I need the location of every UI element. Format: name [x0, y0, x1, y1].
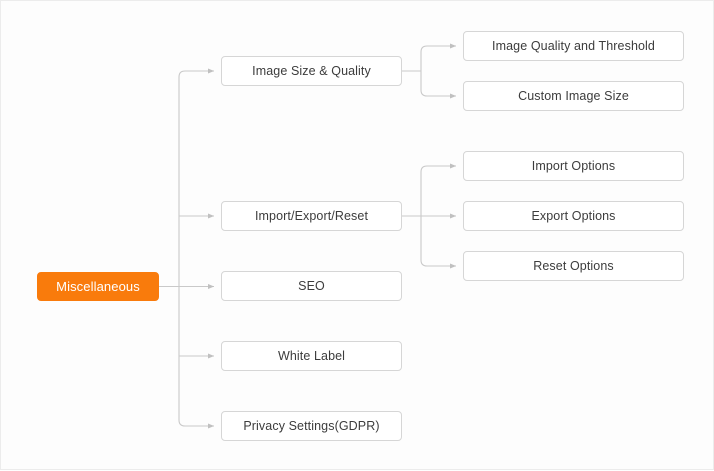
- node-miscellaneous[interactable]: Miscellaneous: [37, 272, 159, 301]
- node-image-quality-and-threshold-label: Image Quality and Threshold: [492, 38, 655, 53]
- node-seo[interactable]: SEO: [221, 271, 402, 301]
- edge-subtrunk-2: [420, 165, 428, 267]
- node-import-options-label: Import Options: [531, 158, 616, 173]
- node-import-export-reset-label: Import/Export/Reset: [254, 208, 369, 223]
- node-import-export-reset[interactable]: Import/Export/Reset: [221, 201, 402, 231]
- node-seo-label: SEO: [298, 278, 325, 293]
- edge-main-trunk: [178, 70, 186, 427]
- node-image-quality-and-threshold[interactable]: Image Quality and Threshold: [463, 31, 684, 61]
- node-white-label-label: White Label: [277, 348, 346, 363]
- node-reset-options-label: Reset Options: [533, 258, 614, 273]
- node-reset-options[interactable]: Reset Options: [463, 251, 684, 281]
- edge-subtrunk-1: [420, 45, 428, 97]
- node-export-options[interactable]: Export Options: [463, 201, 684, 231]
- node-custom-image-size-label: Custom Image Size: [518, 88, 629, 103]
- node-white-label[interactable]: White Label: [221, 341, 402, 371]
- node-image-size-and-quality-label: Image Size & Quality: [252, 63, 371, 78]
- node-privacy-settings-gdpr[interactable]: Privacy Settings(GDPR): [221, 411, 402, 441]
- node-miscellaneous-label: Miscellaneous: [56, 279, 140, 294]
- node-privacy-settings-gdpr-label: Privacy Settings(GDPR): [243, 418, 380, 433]
- node-export-options-label: Export Options: [531, 208, 616, 223]
- node-import-options[interactable]: Import Options: [463, 151, 684, 181]
- node-image-size-and-quality[interactable]: Image Size & Quality: [221, 56, 402, 86]
- node-custom-image-size[interactable]: Custom Image Size: [463, 81, 684, 111]
